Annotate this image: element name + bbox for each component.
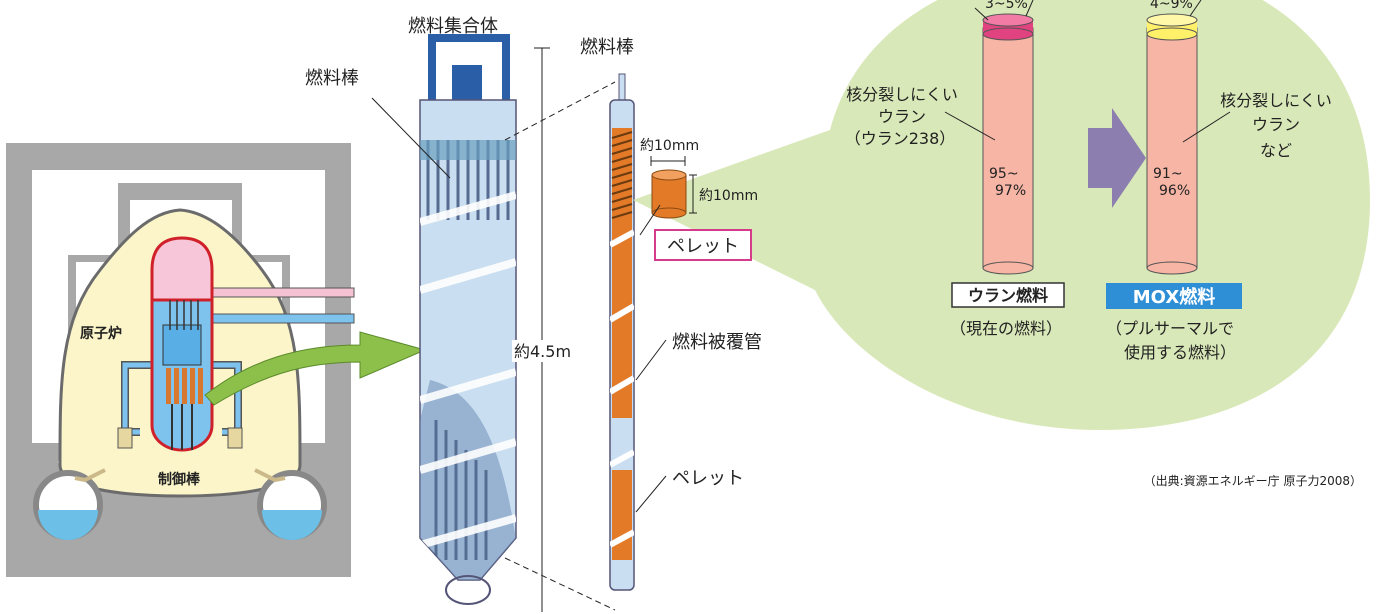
compare-arrow xyxy=(1088,108,1146,208)
pellet-detail xyxy=(651,169,687,219)
pressure-vessel xyxy=(150,236,214,452)
uranium-sub: （現在の燃料） xyxy=(950,319,1062,338)
mox-percent-line-2: 96% xyxy=(1159,183,1190,199)
zoom-line-bottom xyxy=(504,557,616,611)
uranium-top-leader-r xyxy=(1025,0,1034,17)
pellet-name-box xyxy=(654,229,752,261)
core-label: 原子炉 xyxy=(80,325,122,342)
length-label: 約4.5m xyxy=(514,342,571,361)
uranium-percent-line-1: 95~ xyxy=(989,166,1019,182)
mox-cylinder xyxy=(1146,13,1198,275)
pellet-name-label: ペレット xyxy=(667,236,739,257)
pump-right xyxy=(227,427,243,449)
source-note: （出典:資源エネルギー庁 原子力2008） xyxy=(1144,474,1362,488)
uranium-cylinder xyxy=(982,13,1034,275)
length-dimension xyxy=(534,47,550,612)
mox-body-leader xyxy=(1182,111,1231,143)
pellet-height-label: 約10mm xyxy=(699,188,758,204)
assembly-title: 燃料集合体 xyxy=(408,16,498,37)
fuel-rod xyxy=(609,73,635,591)
mox-body-line-1: 核分裂しにくい xyxy=(1220,91,1332,110)
suppression-pool-left xyxy=(33,470,103,540)
rod-title: 燃料棒 xyxy=(580,37,634,58)
pellet-leader xyxy=(639,204,661,236)
assembly-handle xyxy=(428,34,510,105)
uranium-body-line-2: ウラン xyxy=(878,107,926,126)
uranium-name-box xyxy=(951,282,1065,308)
pellet-width-dim xyxy=(650,156,686,166)
cladding-leader xyxy=(635,339,667,381)
uranium-body-line-3: （ウラン238） xyxy=(845,129,956,148)
mox-top-leader xyxy=(1189,0,1202,17)
uranium-top-leader-l xyxy=(974,7,989,21)
uranium-body-line-1: 核分裂しにくい xyxy=(846,85,958,104)
suppression-pool-right xyxy=(257,470,327,540)
control-rod-label: 制御棒 xyxy=(158,471,201,488)
pellet-height-dim xyxy=(689,174,697,214)
uranium-percent-line-2: 97% xyxy=(995,183,1026,199)
uranium-top-percent: 3~5% xyxy=(985,0,1028,12)
rod-pellet-leader xyxy=(635,475,667,513)
uranium-body-leader xyxy=(944,111,996,141)
cladding-label: 燃料被覆管 xyxy=(672,332,762,353)
fuel-assembly xyxy=(419,34,517,605)
feedwater-pipe xyxy=(209,313,355,324)
zoom-line-top xyxy=(504,81,616,141)
mox-percent-line-1: 91~ xyxy=(1153,166,1183,182)
assembly-top-block xyxy=(452,65,482,105)
assembly-rod-label: 燃料棒 xyxy=(305,68,359,89)
mox-sub-line-1: （プルサーマルで xyxy=(1106,319,1234,338)
assembly-rod-leader xyxy=(371,97,451,179)
pellet-width-label: 約10mm xyxy=(640,138,699,154)
mox-body-line-3: など xyxy=(1260,141,1292,160)
mox-sub-line-2: 使用する燃料） xyxy=(1124,343,1236,362)
mox-body-line-2: ウラン xyxy=(1252,115,1300,134)
mox-name: MOX燃料 xyxy=(1133,286,1215,308)
assembly-bottom-ring xyxy=(445,575,491,605)
mox-top-percent: 4~9% xyxy=(1150,0,1193,12)
steam-pipe xyxy=(197,287,355,298)
pump-left xyxy=(117,427,133,449)
rod-pellet-label: ペレット xyxy=(672,468,744,489)
mox-name-box xyxy=(1106,283,1242,309)
uranium-name: ウラン燃料 xyxy=(968,286,1048,305)
